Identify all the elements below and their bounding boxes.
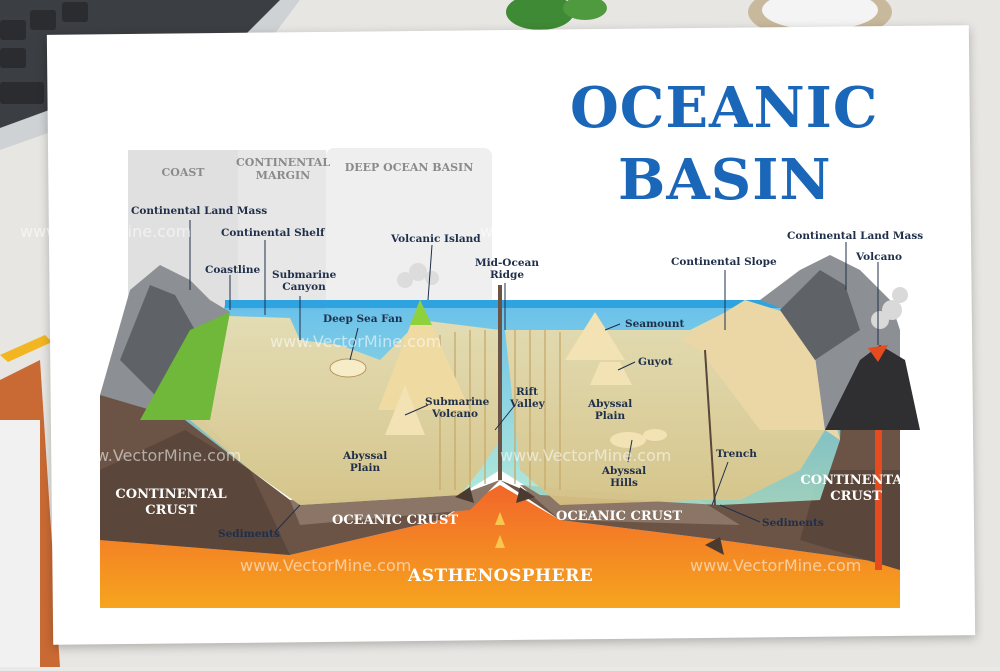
label-mid-ocean-ridge: Mid-Ocean Ridge [475, 257, 539, 282]
label-leader-lines [189, 220, 879, 533]
label-abyssal-hills: Abyssal Hills [601, 465, 647, 490]
seamount-cone [565, 312, 625, 360]
watermark-text: www.VectorMine.com [20, 222, 192, 241]
label-deep-sea-fan: Deep Sea Fan [323, 313, 403, 325]
watermark-text: www.VectorMine.com [690, 556, 862, 575]
plate-arrows [455, 487, 724, 555]
volcano-cone [825, 345, 920, 430]
label-sediments-right: Sediments [762, 517, 824, 529]
oceanic-crust-left [290, 480, 500, 525]
label-rift-valley: Rift Valley [510, 386, 545, 411]
label-submarine-canyon: Submarine Canyon [272, 269, 337, 294]
label-sediments-left: Sediments [218, 528, 280, 540]
abyssal-hill [610, 432, 646, 448]
zone-coast: COAST [161, 166, 205, 179]
label-continental-land-mass-right: Continental Land Mass [787, 230, 924, 242]
watermark-text: www.VectorMine.com [500, 446, 672, 465]
upwelling-arrows [495, 512, 505, 548]
label-submarine-volcano: Submarine Volcano [425, 396, 490, 421]
label-trench: Trench [716, 448, 757, 460]
continental-crust-left [100, 430, 290, 555]
deep-ocean-zone-panel [326, 148, 492, 308]
volcanic-island-cone [378, 300, 470, 410]
label-abyssal-plain-right: Abyssal Plain [588, 398, 633, 423]
label-continental-crust-right: CONTINENTAL CRUST [800, 473, 912, 504]
label-coastline: Coastline [205, 264, 261, 276]
label-continental-slope: Continental Slope [671, 256, 777, 268]
label-asthenosphere: ASTHENOSPHERE [408, 566, 594, 586]
label-volcano: Volcano [856, 251, 903, 263]
zone-deep-ocean-basin: DEEP OCEAN BASIN [344, 161, 474, 174]
right-crust-layer [500, 430, 900, 565]
label-continental-land-mass-left: Continental Land Mass [131, 205, 268, 217]
zone-continental-margin: CONTINENTAL MARGIN [236, 156, 331, 182]
margin-zone-panel [238, 150, 326, 310]
label-continental-crust-left: CONTINENTAL CRUST [115, 487, 227, 518]
coastal-vegetation [140, 312, 230, 420]
volcano-crater [868, 345, 888, 362]
deep-sea-fan [329, 358, 367, 378]
label-seamount: Seamount [625, 318, 685, 330]
title-line-2: BASIN [618, 147, 832, 213]
label-volcanic-island: Volcanic Island [391, 233, 481, 245]
watermark-text: www.VectorMine.com [70, 446, 242, 465]
label-guyot: Guyot [638, 356, 673, 368]
watermark-text: www.VectorMine.com [270, 332, 442, 351]
watermark-text: www.VectorMine.com [240, 556, 412, 575]
label-abyssal-plain-left: Abyssal Plain [343, 450, 388, 475]
magma-conduit [875, 430, 882, 570]
submarine-volcano-cone [385, 385, 425, 435]
guyot-cone [590, 362, 632, 385]
island-smoke [397, 263, 439, 288]
watermark-text: www.VectorMine.com [480, 222, 652, 241]
title-line-1: OCEANIC [570, 75, 879, 141]
label-oceanic-crust-left: OCEANIC CRUST [332, 513, 459, 528]
label-oceanic-crust-right: OCEANIC CRUST [556, 509, 683, 524]
sea-surface [225, 300, 845, 308]
volcanic-island-top [410, 300, 432, 325]
trench-line [704, 349, 716, 506]
label-continental-shelf: Continental Shelf [221, 227, 325, 239]
volcano-smoke [871, 287, 908, 329]
